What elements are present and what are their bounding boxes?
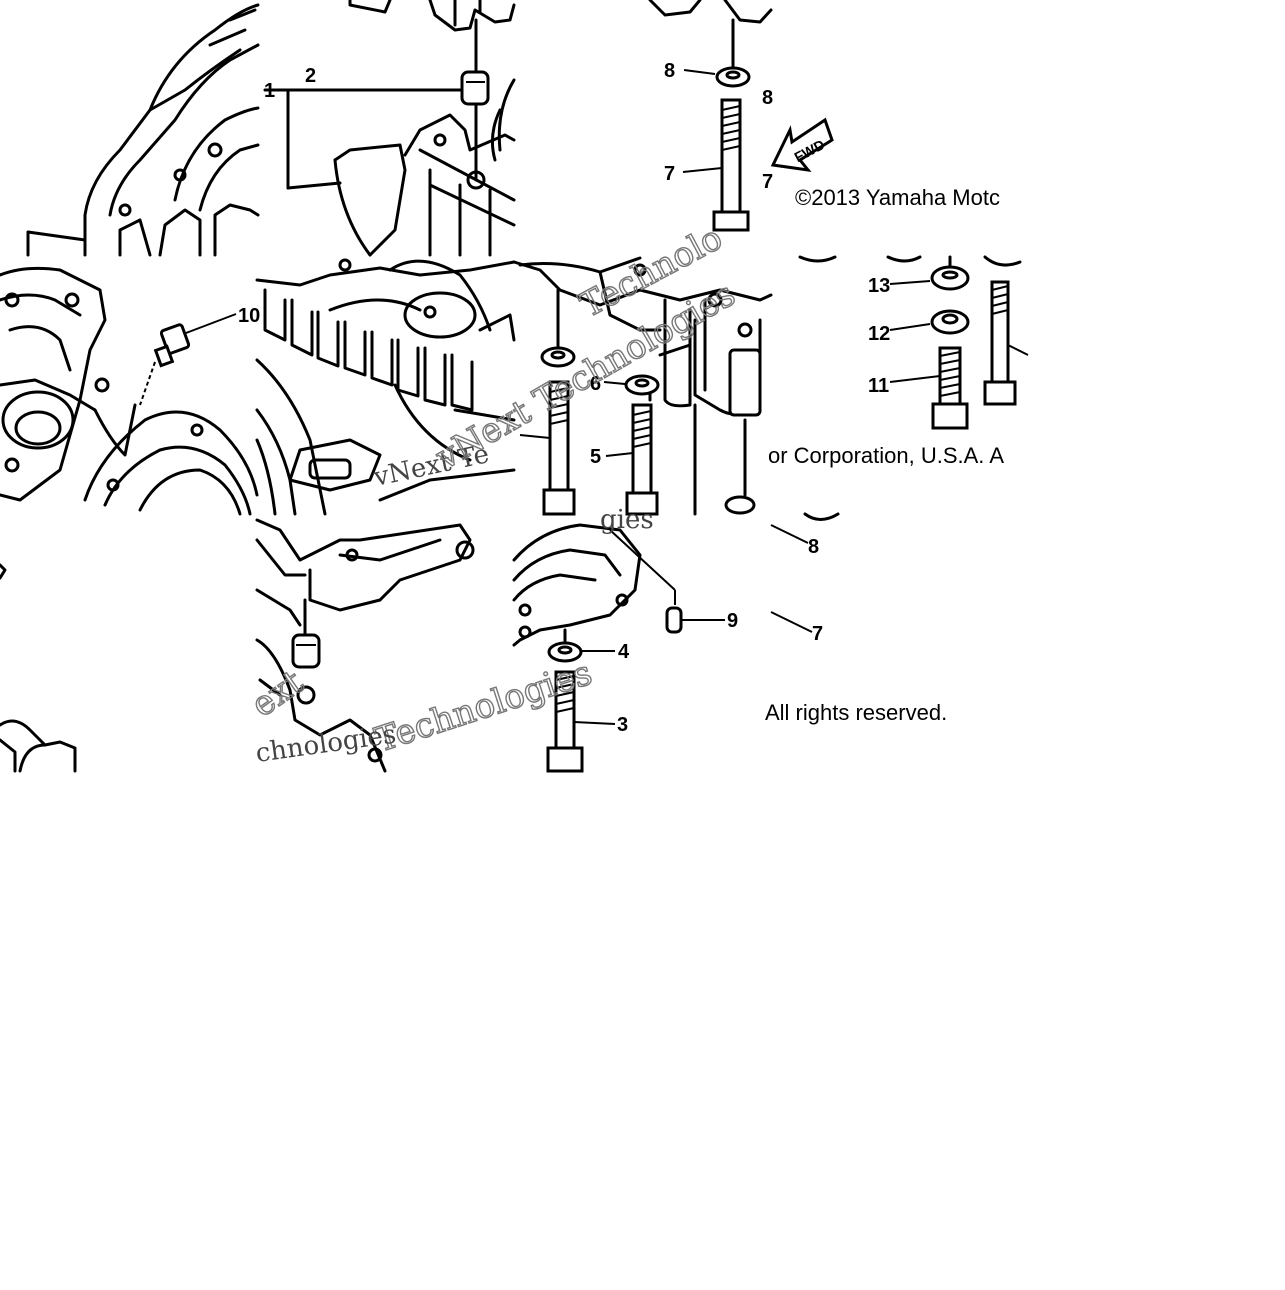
cylinder-left-drawing: 10 <box>0 266 260 516</box>
watermark-layer: vNext Te Technolo vNext Technologies gie… <box>244 217 743 769</box>
label-9: 9 <box>727 610 738 632</box>
label-6: 6 <box>590 373 601 395</box>
label-1: 1 <box>264 80 275 102</box>
bolt-icon <box>931 346 969 430</box>
watermark-text: ext <box>244 662 311 725</box>
lower-right-labels: 8 7 <box>770 512 840 645</box>
bolts-right-drawing: 13 12 11 <box>798 255 1029 430</box>
crankcase-center-drawing <box>255 258 516 516</box>
label-13: 13 <box>868 275 890 297</box>
fwd-arrow-icon: FWD <box>770 117 834 173</box>
label-5: 5 <box>590 446 601 468</box>
label-12: 12 <box>868 323 890 345</box>
label-4: 4 <box>618 641 630 663</box>
crankcase-upper-middle-drawing: 1 2 <box>263 0 516 257</box>
label-2: 2 <box>305 65 316 87</box>
crankcase-upper-left-drawing <box>26 3 260 257</box>
label-10: 10 <box>238 305 260 327</box>
bolt-icon <box>712 98 750 232</box>
copyright-line-3: All rights reserved. <box>765 700 947 725</box>
label-7-fragment: 7 <box>762 171 773 193</box>
label-8: 8 <box>664 60 675 82</box>
bolt-icon <box>625 403 659 516</box>
cylinder-lower-drawing: 9 4 3 <box>512 523 738 773</box>
label-7-lower: 7 <box>812 623 823 645</box>
watermark-text: gies <box>600 505 654 535</box>
crankcase-upper-right-drawing: 8 8 7 7 FWD <box>648 0 834 232</box>
label-8-lower: 8 <box>808 536 819 558</box>
copyright-line-1: ©2013 Yamaha Motc <box>795 185 1000 210</box>
crankcase-lower-left-drawing <box>0 563 77 773</box>
label-3: 3 <box>617 714 628 736</box>
crankcase-lower-middle-drawing <box>255 518 475 773</box>
dowel-pin-icon <box>665 606 683 634</box>
bolt-icon <box>546 670 584 773</box>
label-8-fragment: 8 <box>762 87 773 109</box>
sensor-icon <box>139 313 237 406</box>
label-7: 7 <box>664 163 675 185</box>
label-11: 11 <box>868 375 889 397</box>
copyright-line-2: or Corporation, U.S.A. A <box>768 443 1004 468</box>
crankcase-lower-case-drawing: 6 5 <box>512 256 773 516</box>
bolt-icon <box>983 280 1017 406</box>
